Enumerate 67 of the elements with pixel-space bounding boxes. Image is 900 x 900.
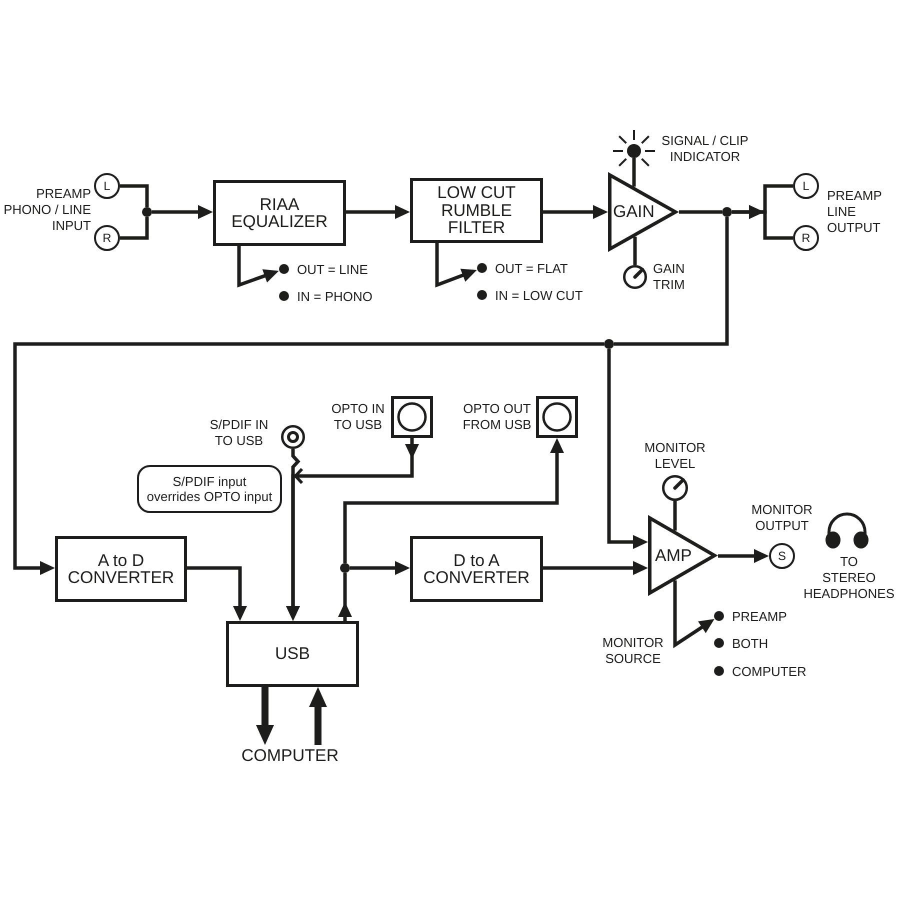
coaxial-jack-symbol	[281, 425, 305, 449]
switch-position-label: IN = PHONO	[297, 288, 372, 304]
junction-dot	[142, 207, 152, 217]
jack-symbol: L	[793, 173, 819, 199]
led-symbol	[627, 144, 641, 158]
component-label: SIGNAL / CLIP INDICATOR	[660, 133, 750, 165]
component-label: MONITOR OUTPUT	[751, 502, 813, 534]
process-block: A to D CONVERTER	[55, 536, 187, 602]
amplifier-triangle: GAIN	[608, 172, 679, 252]
component-label: OPTO IN TO USB	[330, 401, 386, 433]
arrow	[350, 561, 410, 575]
note-box: S/PDIF input overrides OPTO input	[137, 465, 282, 513]
process-block: USB	[226, 621, 359, 687]
optical-jack-symbol	[536, 396, 578, 438]
knob-symbol	[623, 265, 647, 289]
arrow	[343, 438, 564, 563]
component-label: GAIN TRIM	[653, 261, 685, 293]
arrow	[338, 573, 352, 621]
component-label: OPTO OUT FROM USB	[462, 401, 532, 433]
arrow	[309, 687, 327, 745]
amplifier-triangle: AMP	[648, 515, 718, 596]
jack-symbol: R	[793, 225, 819, 251]
process-block: RIAA EQUALIZER	[213, 180, 346, 246]
arrow	[543, 561, 648, 575]
jack-symbol: L	[94, 173, 120, 199]
port-label: PREAMP PHONO / LINE INPUT	[2, 186, 91, 234]
process-block: LOW CUT RUMBLE FILTER	[410, 178, 543, 243]
arrow	[13, 342, 604, 575]
arrow	[152, 205, 213, 219]
connector-line	[633, 236, 637, 265]
connector-line	[120, 217, 149, 240]
arrow	[286, 438, 419, 621]
connector-line	[120, 184, 149, 207]
arrow	[435, 243, 477, 288]
port-label: PREAMP LINE OUTPUT	[827, 188, 882, 236]
switch-position-label: OUT = LINE	[297, 262, 368, 276]
component-label: MONITOR LEVEL	[644, 440, 706, 472]
port-label: TO STEREO HEADPHONES	[802, 554, 896, 602]
junction-dot	[340, 563, 350, 573]
arrow	[732, 205, 793, 240]
switch-position-label: BOTH	[732, 636, 768, 650]
connector-line	[679, 210, 722, 214]
arrow	[673, 580, 714, 648]
arrow	[718, 549, 769, 563]
arrow	[543, 205, 608, 219]
arrow	[187, 566, 247, 621]
jack-symbol: S	[769, 543, 795, 569]
process-block: D to A CONVERTER	[410, 536, 543, 602]
junction-dot	[722, 207, 732, 217]
jack-symbol: R	[94, 225, 120, 251]
arrow	[346, 205, 410, 219]
switch-label: MONITOR SOURCE	[602, 635, 664, 667]
component-label: S/PDIF IN TO USB	[208, 417, 270, 449]
connector-line	[673, 501, 677, 531]
endpoint-label: COMPUTER	[235, 745, 345, 767]
arrow	[607, 349, 648, 549]
junction-dot	[604, 339, 614, 349]
switch-position-label: IN = LOW CUT	[495, 288, 583, 302]
knob-symbol	[662, 475, 688, 501]
optical-jack-symbol	[391, 396, 433, 438]
connector-line	[632, 158, 636, 187]
connector-line	[614, 217, 729, 346]
arrow	[256, 687, 274, 745]
switch-position-label: OUT = FLAT	[495, 260, 568, 276]
switch-position-label: PREAMP	[732, 608, 787, 624]
arrow	[237, 246, 279, 288]
switch-position-label: COMPUTER	[732, 664, 806, 678]
